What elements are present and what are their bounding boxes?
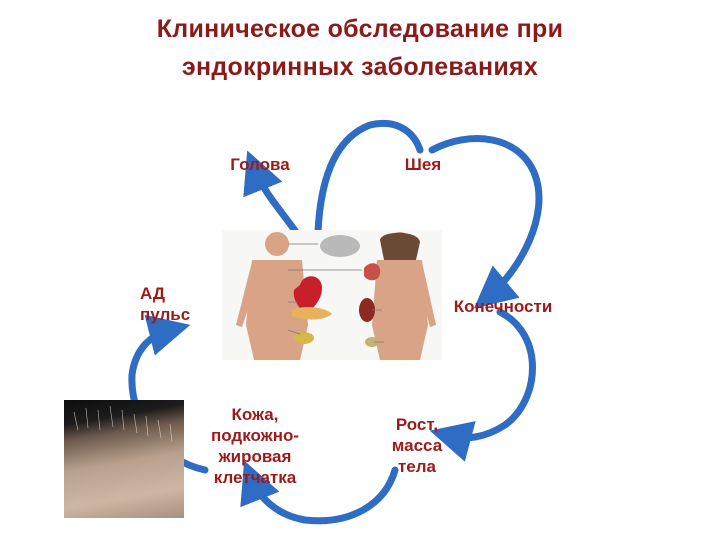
- node-head: Голова: [230, 155, 290, 174]
- arrow-center-to-head: [243, 150, 304, 242]
- arrow-growth-to-skin: [240, 460, 399, 525]
- node-blood-pressure-pulse: АД пульс: [140, 284, 191, 324]
- node-neck: Шея: [404, 155, 442, 174]
- arrow-head-to-neck: [314, 120, 424, 236]
- node-height-body-mass: Рост, масса тела: [391, 415, 443, 476]
- node-skin-subcutaneous-fat: Кожа, подкожно- жировая клетчатка: [210, 405, 300, 487]
- anatomy-image: [222, 230, 442, 360]
- skin-photo: [64, 400, 184, 518]
- arrow-neck-to-limbs: [428, 135, 543, 309]
- arrow-limbs-to-growth: [429, 308, 536, 462]
- node-limbs: Конечности: [453, 297, 553, 316]
- page-title: Клиническое обследование при эндокринных…: [156, 15, 564, 81]
